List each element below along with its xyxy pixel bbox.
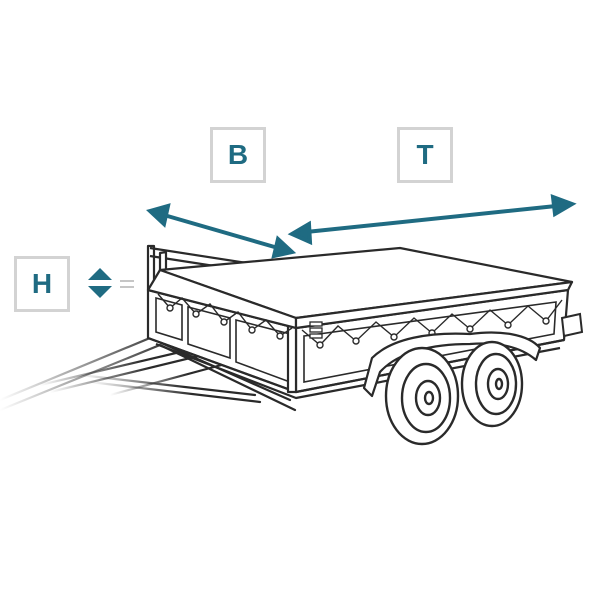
width-arrow xyxy=(146,203,297,259)
corner-hinge xyxy=(309,321,323,339)
height-dash-marks xyxy=(120,280,134,288)
tarp-lacing-front xyxy=(157,293,293,340)
length-arrow xyxy=(287,193,577,246)
tarp-cover xyxy=(146,246,574,330)
wheel-front xyxy=(384,346,460,446)
width-label-text: B xyxy=(227,139,249,170)
height-arrow-icon xyxy=(88,268,112,298)
tail-light xyxy=(560,312,584,338)
length-label-text: T xyxy=(416,139,434,170)
drawbar xyxy=(0,336,297,412)
height-label-text: H xyxy=(31,268,53,299)
width-label-b: B xyxy=(210,127,266,183)
wheel-rear xyxy=(460,340,524,428)
length-label-t: T xyxy=(397,127,453,183)
height-label-h: H xyxy=(14,256,70,312)
side-panel-inner xyxy=(303,301,557,383)
